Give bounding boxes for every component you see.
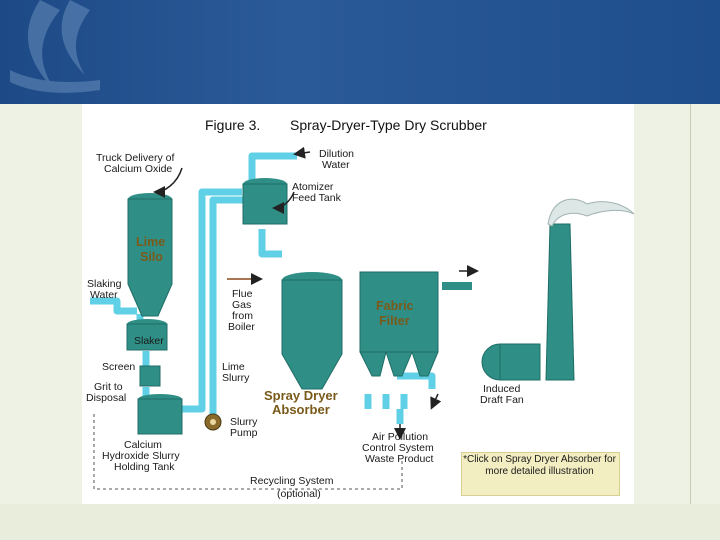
right-margin-band (634, 104, 720, 504)
slaker-label: Slaker (134, 335, 164, 347)
induced-fan-label-1: Induced (483, 383, 521, 395)
flame-logo-icon (10, 0, 100, 93)
waste-product-label-1: Air Pollution (372, 431, 428, 443)
waste-product-label-3: Waste Product (365, 453, 434, 465)
flow-arrows (153, 146, 479, 440)
grit-label-1: Grit to (94, 381, 123, 393)
atomizer-label-1: Atomizer (292, 181, 334, 193)
lime-slurry-pipe (209, 196, 247, 414)
scrubber-figure: Figure 3. Spray-Dryer-Type Dry Scrubber … (82, 104, 635, 504)
screen-unit (139, 365, 161, 387)
atomizer-label-2: Feed Tank (292, 192, 342, 204)
holding-tank-label-2: Hydroxide Slurry (102, 450, 180, 462)
truck-delivery-label-2: Calcium Oxide (104, 163, 172, 175)
fabric-filter: Fabric Filter (359, 271, 439, 377)
click-note: *Click on Spray Dryer Absorber for more … (463, 454, 616, 477)
slaking-water-label-2: Water (90, 289, 118, 301)
feed-to-absorber-pipe (258, 229, 282, 258)
footer-band (0, 504, 720, 540)
lime-silo: Lime Silo (127, 193, 173, 317)
holding-tank-to-feed-pipe (180, 188, 242, 413)
spray-dryer-label-1[interactable]: Spray Dryer (264, 388, 338, 403)
atomizer-arrow (272, 191, 295, 214)
exhaust-stack (545, 198, 635, 381)
slaker-tank: Slaker (126, 319, 168, 351)
left-margin-band (0, 104, 82, 504)
hopper-outlet-pipes (364, 394, 408, 409)
pipe-network (90, 152, 436, 424)
header-banner (0, 0, 720, 104)
slaking-water-pipe (90, 297, 137, 315)
truck-delivery-arrow (153, 167, 183, 198)
induced-fan-label-2: Draft Fan (480, 394, 524, 406)
fabric-filter-label-2: Filter (379, 314, 410, 328)
flue-gas-label-2: Gas (232, 299, 251, 311)
note-box (461, 452, 620, 496)
hopper-arrow (430, 393, 442, 410)
holding-tank (137, 394, 183, 435)
truck-delivery-label-1: Truck Delivery of (96, 152, 174, 164)
spray-dryer-absorber[interactable] (281, 272, 343, 390)
slaking-water-label-1: Slaking (87, 278, 122, 290)
flue-gas-label-4: Boiler (228, 321, 255, 333)
dilution-water-label-1: Dilution (319, 148, 354, 160)
slurry-pump (204, 413, 222, 431)
slurry-pump-label-2: Pump (230, 427, 258, 439)
holding-tank-label-1: Calcium (124, 439, 162, 451)
lime-slurry-label-1: Lime (222, 361, 245, 373)
flue-gas-label-3: from (232, 310, 253, 322)
flue-gas-label-1: Flue (232, 288, 253, 300)
atomizer-feed-tank (242, 178, 288, 225)
scrubber-diagram: Figure 3. Spray-Dryer-Type Dry Scrubber … (86, 117, 635, 500)
screen-label: Screen (102, 361, 135, 373)
fabric-filter-label-1: Fabric (376, 299, 414, 313)
lime-silo-label-1: Lime (136, 235, 165, 249)
optional-label: (optional) (277, 488, 321, 500)
figure-number: Figure 3. (205, 117, 260, 133)
holding-tank-label-3: Holding Tank (114, 461, 175, 473)
dilution-water-arrow (293, 146, 311, 159)
filter-to-fan-pipe (397, 372, 436, 389)
figure-title: Spray-Dryer-Type Dry Scrubber (290, 117, 487, 133)
dilution-water-pipe (248, 152, 297, 184)
waste-product-label-2: Control System (362, 442, 434, 454)
recycling-system-label: Recycling System (250, 475, 334, 487)
lime-slurry-label-2: Slurry (222, 372, 250, 384)
induced-draft-fan (442, 282, 541, 381)
grit-label-2: Disposal (86, 392, 126, 404)
lime-silo-label-2: Silo (140, 250, 163, 264)
slurry-pump-label-1: Slurry (230, 416, 258, 428)
dilution-water-label-2: Water (322, 159, 350, 171)
spray-dryer-label-2[interactable]: Absorber (272, 402, 330, 417)
recycling-loop (93, 414, 403, 490)
